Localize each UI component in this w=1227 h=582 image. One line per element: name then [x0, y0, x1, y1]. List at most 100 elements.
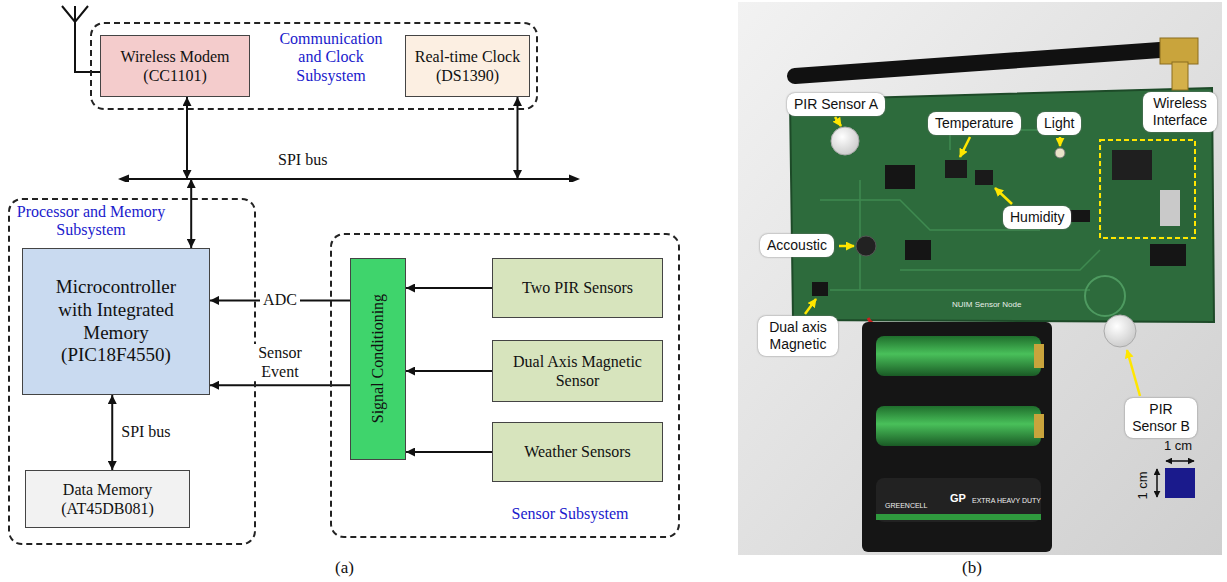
callout-label: Temperature [928, 112, 1021, 135]
box-label: Dual Axis Magnetic Sensor [499, 352, 656, 390]
edge-label: Sensor Event [249, 344, 311, 381]
sensor-box: Two PIR Sensors [492, 258, 663, 318]
callout-label: Accoustic [760, 234, 834, 257]
callout-label: Light [1037, 112, 1081, 135]
connector-arrow [406, 370, 492, 372]
modem-box: Wireless Modem (CC1101) [100, 35, 250, 97]
group-title: Processor and Memory Subsystem [16, 203, 166, 240]
pin-header [1150, 244, 1186, 266]
scale-label: 1 cm [1164, 438, 1192, 453]
label-holder: Wireless Interface [1143, 92, 1217, 132]
battery [876, 406, 1041, 446]
dimension-arrow [1166, 460, 1194, 462]
humidity-chip [975, 170, 993, 185]
edge-label: ADC [260, 291, 300, 309]
battery-holder [862, 322, 1052, 552]
processor-box: Microcontroller with Integrated Memory (… [22, 248, 210, 395]
leader-line [960, 137, 970, 157]
bus-label: SPI bus [278, 150, 327, 169]
antenna-symbol [62, 6, 100, 72]
callout-label: PIR Sensor A [787, 93, 885, 116]
label-holder: Temperature [928, 112, 1021, 135]
chip [1112, 150, 1152, 180]
chip [905, 240, 931, 260]
battery-terminal [1034, 414, 1044, 438]
subsystem-group: Processor and Memory SubsystemMicrocontr… [8, 198, 256, 545]
box-label: Data Memory (AT45DB081) [32, 480, 183, 518]
scale-square [1165, 468, 1195, 498]
label-holder: (a) [335, 558, 354, 578]
bus-arrowhead [118, 175, 129, 183]
antenna [795, 50, 1160, 76]
battery-print: EXTRA HEAVY DUTY [972, 497, 1041, 504]
label-holder: Accoustic [760, 234, 834, 257]
battery-print: GP [950, 492, 966, 504]
box-label: Weather Sensors [524, 442, 631, 461]
sma-connector [1160, 38, 1198, 64]
battery-stripe [876, 514, 1041, 520]
conditioning-box: Signal Conditioning [350, 258, 406, 460]
processor-chip [885, 165, 915, 189]
label-holder: GP [950, 492, 966, 504]
sma-connector [1172, 62, 1188, 90]
label-holder: GREENCELL [885, 502, 927, 509]
microphone [856, 236, 876, 256]
callout-label: Humidity [1003, 206, 1071, 229]
connector-arrow [111, 395, 113, 470]
leader-line [839, 245, 854, 248]
dimension-arrow [1156, 469, 1158, 497]
edge-label: SPI bus [118, 423, 173, 441]
box-label: Two PIR Sensors [522, 278, 633, 297]
connector-arrow [190, 179, 192, 248]
bus-line [118, 150, 580, 182]
box-label: Real-time Clock (DS1390) [412, 47, 523, 85]
label-holder: Dual axis Magnetic [758, 316, 838, 356]
leader-line [995, 188, 1012, 204]
box-label: Microcontroller with Integrated Memory (… [46, 276, 186, 367]
group-title: Communication and Clock Subsystem [272, 30, 390, 85]
leader-line [805, 299, 816, 314]
group-title: Sensor Subsystem [480, 505, 660, 523]
temperature-chip [945, 160, 967, 178]
label-holder: NUIM Sensor Node [952, 300, 1021, 309]
box-label: Wireless Modem (CC1101) [107, 47, 243, 85]
label-holder: Humidity [1003, 206, 1071, 229]
label-holder: PIR Sensor A [787, 93, 885, 116]
highlight-frame [1100, 140, 1195, 238]
battery-print: GREENCELL [885, 502, 927, 509]
battery [876, 478, 1041, 522]
scale-label: 1 cm [1135, 471, 1150, 499]
light-sensor [1055, 148, 1065, 158]
bus-arrowhead [569, 175, 580, 183]
label-holder: PIR Sensor B [1125, 398, 1197, 438]
label-holder: Light [1037, 112, 1081, 135]
callout-label: PIR Sensor B [1125, 398, 1197, 438]
leader-line [1059, 137, 1062, 146]
subsystem-group: Sensor Subsystem Signal Conditioning Two P… [330, 233, 680, 538]
box-label: Signal Conditioning [368, 294, 387, 423]
memory-box: Data Memory (AT45DB081) [25, 470, 190, 528]
board-trace [820, 120, 1100, 290]
connector-arrow [406, 451, 492, 453]
battery-terminal [1034, 344, 1044, 368]
edge-label-holder: SPI bus [118, 423, 173, 441]
label-holder: EXTRA HEAVY DUTY [972, 497, 1041, 504]
panel-label: (b) [962, 558, 982, 578]
leader-line [835, 117, 841, 126]
battery [876, 336, 1041, 376]
label-holder: 1 cm [1164, 438, 1192, 453]
pir-dome [1104, 315, 1136, 347]
callout-label: Dual axis Magnetic [758, 316, 838, 356]
board-print: NUIM Sensor Node [952, 300, 1021, 309]
connector-arrow [406, 287, 492, 289]
pir-dome [831, 127, 859, 155]
sensor-box: Weather Sensors [492, 422, 663, 482]
callout-label: Wireless Interface [1143, 92, 1217, 132]
magnetic-chip [812, 282, 828, 296]
label-holder: 1 cm [1135, 471, 1150, 499]
connector-arrow [210, 384, 350, 386]
panel-label: (a) [335, 558, 354, 578]
subsystem-group: Communication and Clock Subsystem Wireles… [90, 22, 538, 110]
spi-bus: SPI bus [118, 150, 580, 182]
